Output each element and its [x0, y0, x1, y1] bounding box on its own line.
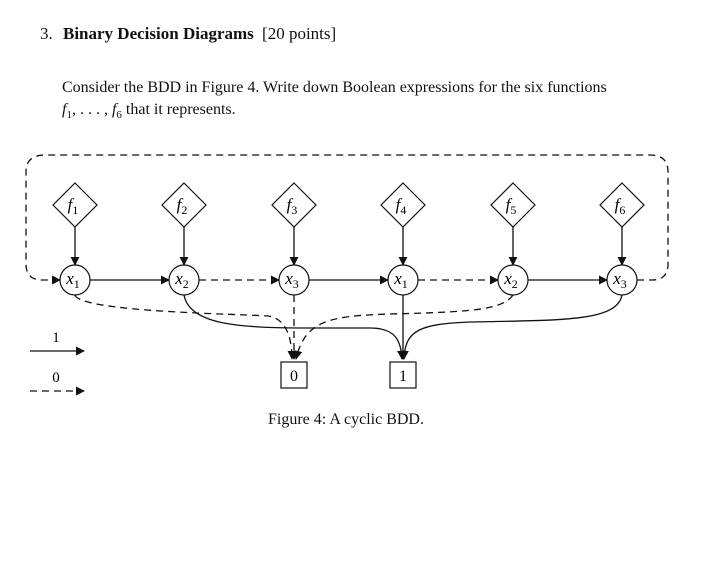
function-label: f6 [615, 195, 626, 217]
function-diamond [599, 182, 645, 228]
function-label: f5 [506, 195, 517, 217]
decision-circle [497, 264, 529, 296]
function-node-f3: f3 [271, 182, 317, 228]
problem-points: [20 points] [262, 24, 337, 43]
function-diamond [52, 182, 98, 228]
function-label: f3 [287, 195, 298, 217]
function-diamond [490, 182, 536, 228]
edge-low-to-0 [74, 294, 297, 360]
decision-circle [278, 264, 310, 296]
legend-high-label: 1 [52, 330, 60, 346]
terminal-1: 1 [389, 361, 417, 389]
cyclic-edge-low [25, 154, 669, 285]
terminal-box [389, 361, 417, 389]
decision-node-x1: x1 [59, 264, 91, 296]
decision-circle [387, 264, 419, 296]
decision-circle [59, 264, 91, 296]
terminal-box [280, 361, 308, 389]
edge-low-to-0 [293, 294, 514, 360]
decision-node-x2: x2 [497, 264, 529, 296]
decision-node-x2: x2 [168, 264, 200, 296]
terminal-label: 0 [290, 368, 298, 385]
problem-heading: 3. Binary Decision Diagrams [20 points] [40, 24, 336, 44]
function-label: f1 [68, 195, 79, 217]
terminal-label: 1 [399, 368, 407, 385]
function-label: f4 [396, 195, 407, 217]
function-diamond [271, 182, 317, 228]
function-node-f6: f6 [599, 182, 645, 228]
decision-node-x3: x3 [606, 264, 638, 296]
decision-circle [606, 264, 638, 296]
decision-node-x1: x1 [387, 264, 419, 296]
function-node-f2: f2 [161, 182, 207, 228]
legend: 10 [30, 330, 85, 396]
edge-high-to-1 [183, 294, 407, 360]
prompt-line-2: f1, . . . , f6 that it represents. [62, 101, 236, 122]
problem-prompt: Consider the BDD in Figure 4. Write down… [62, 77, 682, 126]
problem-title: Binary Decision Diagrams [63, 24, 254, 43]
function-diamond [161, 182, 207, 228]
terminal-0: 0 [280, 361, 308, 389]
prompt-line-1: Consider the BDD in Figure 4. Write down… [62, 79, 607, 96]
decision-circle [168, 264, 200, 296]
edge-high-to-1 [399, 294, 623, 360]
legend-low-label: 0 [52, 370, 60, 386]
function-node-f5: f5 [490, 182, 536, 228]
decision-node-x3: x3 [278, 264, 310, 296]
function-label: f2 [177, 195, 188, 217]
problem-number: 3. [40, 24, 53, 43]
figure-caption: Figure 4: A cyclic BDD. [268, 411, 424, 428]
function-diamond [380, 182, 426, 228]
function-node-f1: f1 [52, 182, 98, 228]
function-node-f4: f4 [380, 182, 426, 228]
